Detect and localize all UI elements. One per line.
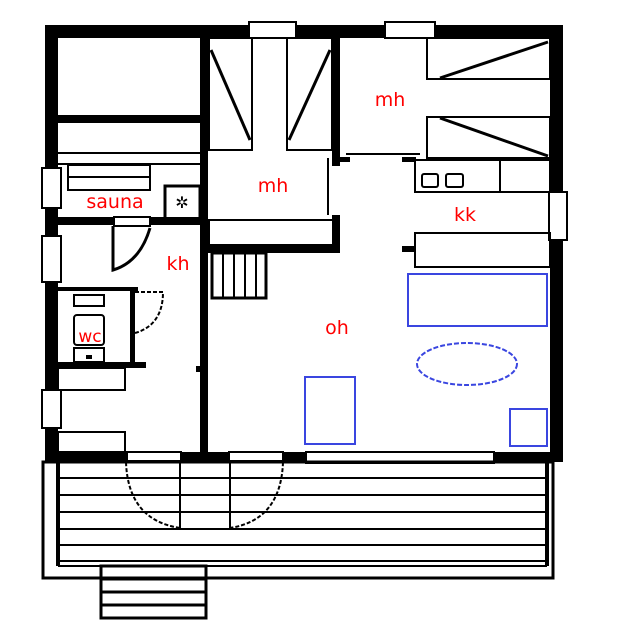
patio-doors xyxy=(125,451,284,529)
wc-kh-area xyxy=(57,287,202,453)
entrance-steps xyxy=(99,564,208,620)
room-label-mh1: mh xyxy=(258,175,289,197)
room-label-oh: oh xyxy=(325,317,349,339)
room-label-mh2: mh xyxy=(375,89,406,111)
stove-icon: ✲ xyxy=(175,195,188,212)
room-label-kk: kk xyxy=(454,204,476,226)
sauna-area: ✲ xyxy=(58,38,208,456)
room-label-wc: wc xyxy=(78,327,101,347)
stairs xyxy=(210,251,268,300)
room-label-sauna: sauna xyxy=(86,191,143,213)
windows xyxy=(41,21,568,464)
room-label-kh: kh xyxy=(166,253,189,275)
mh1-area xyxy=(208,37,340,253)
furniture xyxy=(304,273,548,447)
mh2-kitchen-area xyxy=(340,37,551,268)
deck xyxy=(41,460,555,580)
